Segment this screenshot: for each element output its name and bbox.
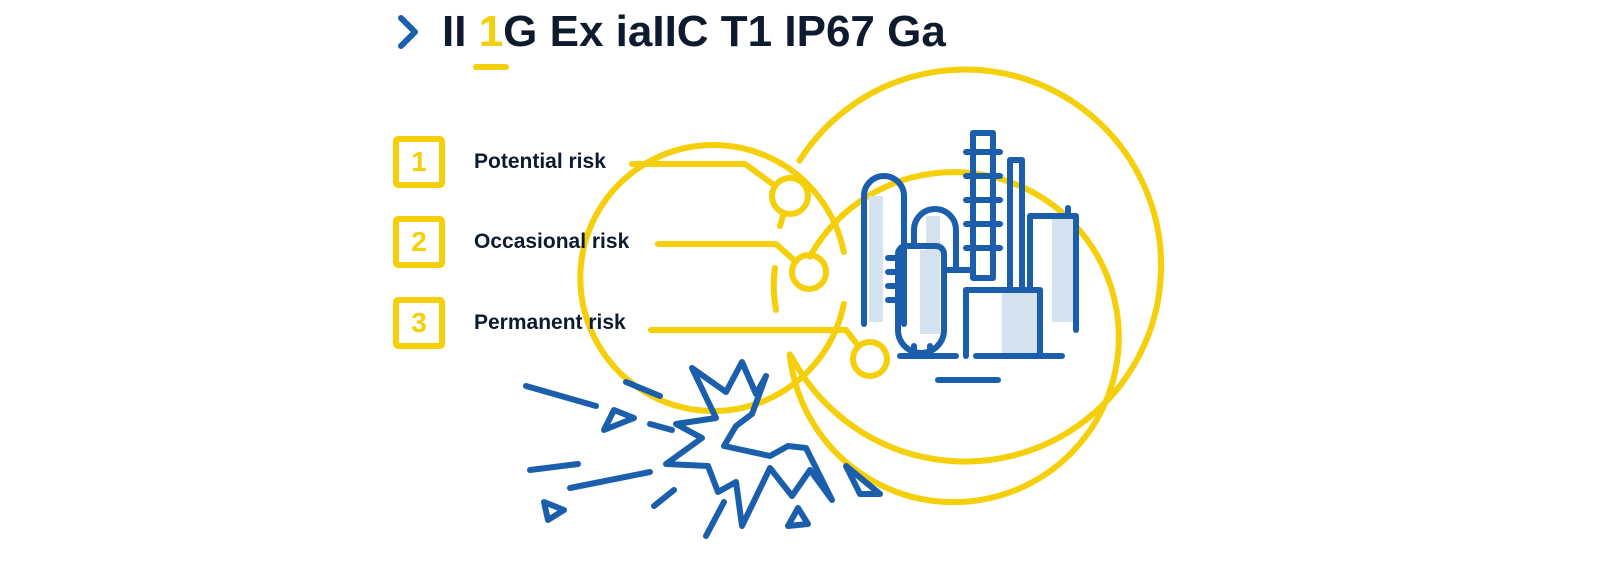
marking-suffix: G Ex iaIIC T1 IP67 Ga [503,7,946,56]
zone-rings [577,66,1165,506]
chevron-right-icon [398,15,418,49]
ring-middle-top-stub [777,213,786,229]
marking-prefix: II [442,7,479,56]
ring-inner [577,142,847,414]
zone-number-box: 2 [393,216,445,268]
zone-label: Potential risk [474,150,606,173]
zone-label: Occasional risk [474,230,630,253]
zone-item-1: 1 Potential risk [393,136,606,188]
leader-line-2 [655,241,798,264]
zone-label: Permanent risk [474,311,626,334]
spark-explosion-icon [523,359,883,539]
zone-item-2: 2 Occasional risk [393,216,629,268]
zone-item-3: 3 Permanent risk [393,297,626,349]
ring-middle [786,169,1122,506]
marking-highlight: 1 [472,7,510,70]
leader-line-1 [629,161,777,188]
leader-node-2 [789,252,829,292]
ring-middle-left-stub [770,265,779,313]
spark-burst [663,359,835,529]
ring-outer [788,66,1165,465]
leader-node-1 [769,175,811,217]
zone-number-box: 3 [393,297,445,349]
industrial-plant-icon [861,130,1079,383]
leader-line-3 [648,327,860,347]
leader-lines [629,161,890,379]
zone-number-box: 1 [393,136,445,188]
leader-node-3 [850,339,890,379]
